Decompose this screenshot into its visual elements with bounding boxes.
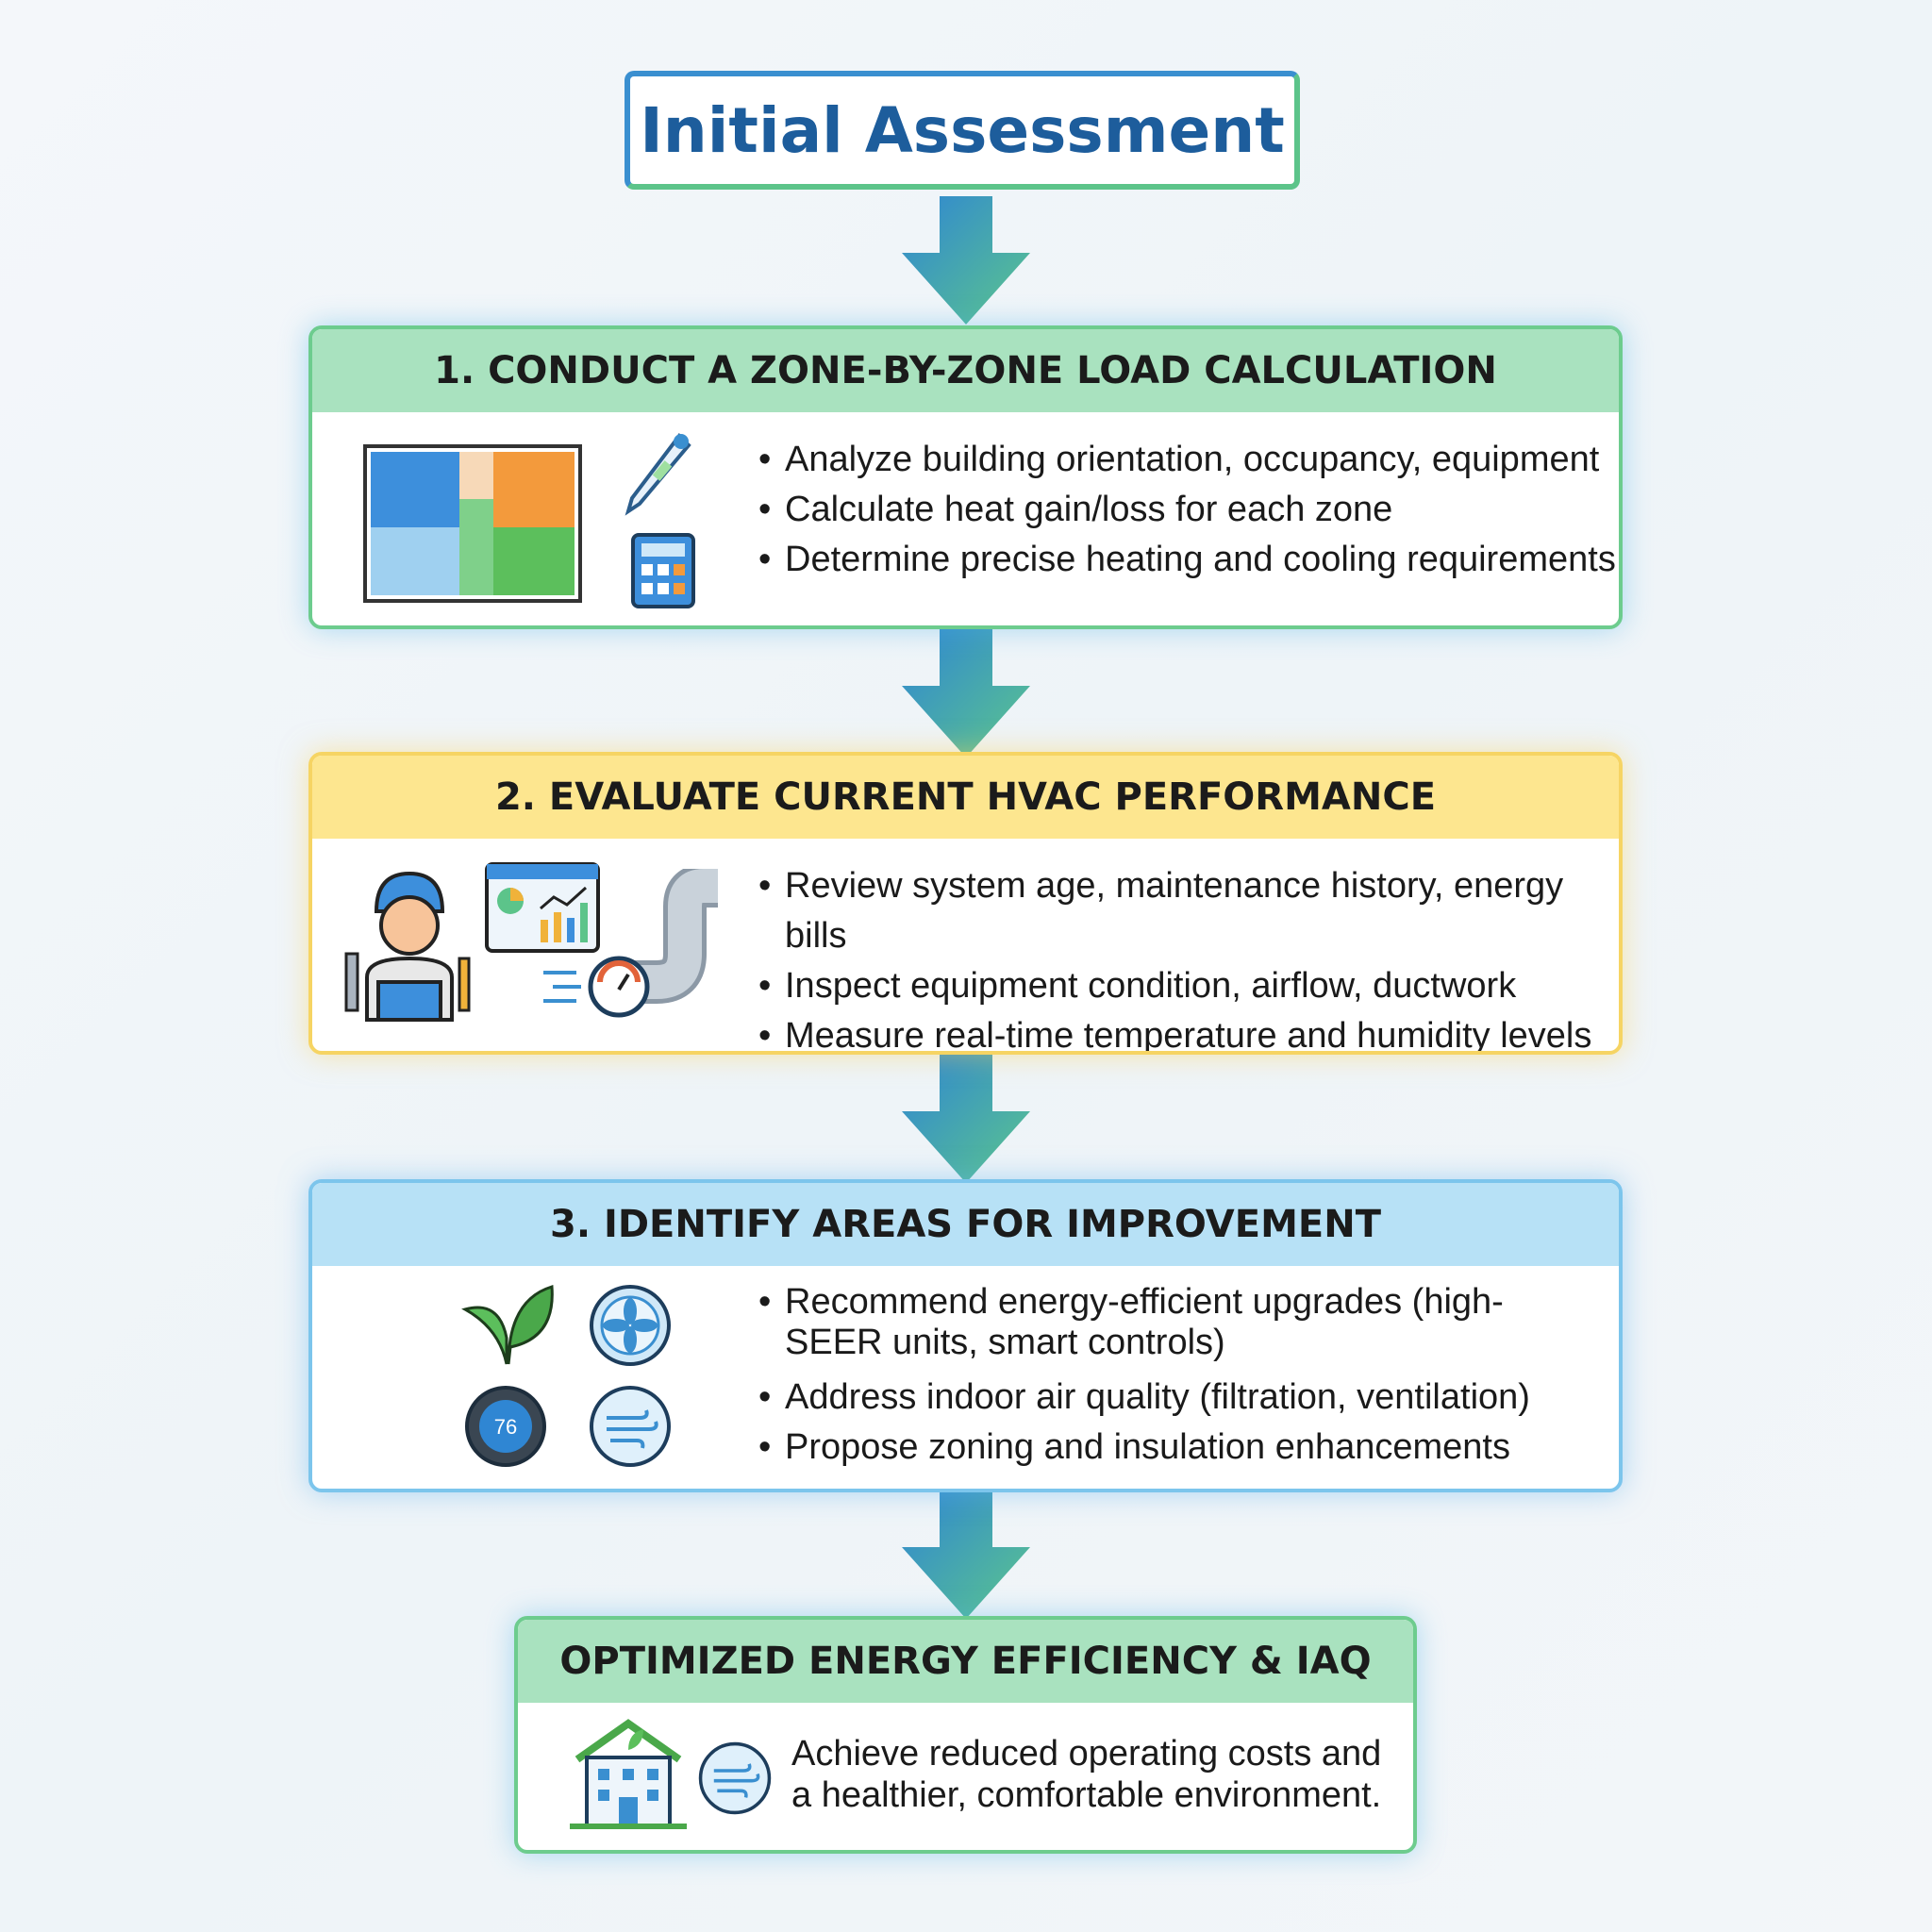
bullet: Review system age, maintenance history, …	[758, 861, 1619, 961]
technician-icon	[344, 871, 471, 1022]
step-1-title: 1. CONDUCT A ZONE-BY-ZONE LOAD CALCULATI…	[312, 329, 1619, 412]
bullet: Analyze building orientation, occupancy,…	[758, 435, 1616, 485]
dashboard-chart-icon	[485, 862, 600, 953]
step-1-card: 1. CONDUCT A ZONE-BY-ZONE LOAD CALCULATI…	[308, 325, 1623, 629]
page-title: Initial Assessment	[640, 93, 1285, 167]
airflow-icon	[590, 1386, 671, 1467]
down-arrow-icon	[902, 196, 1030, 325]
green-building-icon	[570, 1719, 687, 1829]
step-3-title: 3. IDENTIFY AREAS FOR IMPROVEMENT	[312, 1183, 1619, 1266]
final-text-line-2: a healthier, comfortable environment.	[791, 1775, 1382, 1815]
final-title: OPTIMIZED ENERGY EFFICIENCY & IAQ	[518, 1620, 1413, 1703]
duct-gauge-icon	[543, 869, 718, 1018]
bullet: Recommend energy-efficient upgrades (hig…	[758, 1282, 1589, 1363]
title-box: Initial Assessment	[625, 71, 1300, 190]
step-2-bullets: Review system age, maintenance history, …	[758, 861, 1619, 1051]
airflow-icon	[698, 1741, 772, 1815]
final-text: Achieve reduced operating costs and a he…	[791, 1733, 1381, 1816]
calculator-icon	[631, 533, 695, 608]
step-3-card: 3. IDENTIFY AREAS FOR IMPROVEMENT 76 Rec…	[308, 1179, 1623, 1492]
step-2-title: 2. EVALUATE CURRENT HVAC PERFORMANCE	[312, 756, 1619, 839]
down-arrow-icon	[902, 629, 1030, 758]
bullet: Calculate heat gain/loss for each zone	[758, 485, 1616, 535]
thermostat-icon: 76	[465, 1386, 546, 1467]
step-3-bullets: Recommend energy-efficient upgrades (hig…	[758, 1282, 1589, 1473]
bullet: Measure real-time temperature and humidi…	[758, 1011, 1619, 1051]
fan-icon	[590, 1285, 671, 1366]
floor-plan-icon	[363, 444, 582, 603]
leaf-icon	[461, 1285, 554, 1365]
down-arrow-icon	[902, 1491, 1030, 1619]
bullet: Address indoor air quality (filtration, …	[758, 1373, 1589, 1423]
thermometer-icon	[625, 432, 691, 516]
final-text-line-1: Achieve reduced operating costs and	[791, 1734, 1382, 1774]
bullet: Determine precise heating and cooling re…	[758, 535, 1616, 585]
final-outcome-card: OPTIMIZED ENERGY EFFICIENCY & IAQ Achiev…	[514, 1616, 1417, 1854]
step-1-bullets: Analyze building orientation, occupancy,…	[758, 435, 1616, 585]
bullet: Inspect equipment condition, airflow, du…	[758, 961, 1619, 1011]
bullet: Propose zoning and insulation enhancemen…	[758, 1423, 1589, 1473]
down-arrow-icon	[902, 1055, 1030, 1183]
step-2-card: 2. EVALUATE CURRENT HVAC PERFORMANCE Rev…	[308, 752, 1623, 1055]
thermostat-value: 76	[494, 1415, 517, 1439]
